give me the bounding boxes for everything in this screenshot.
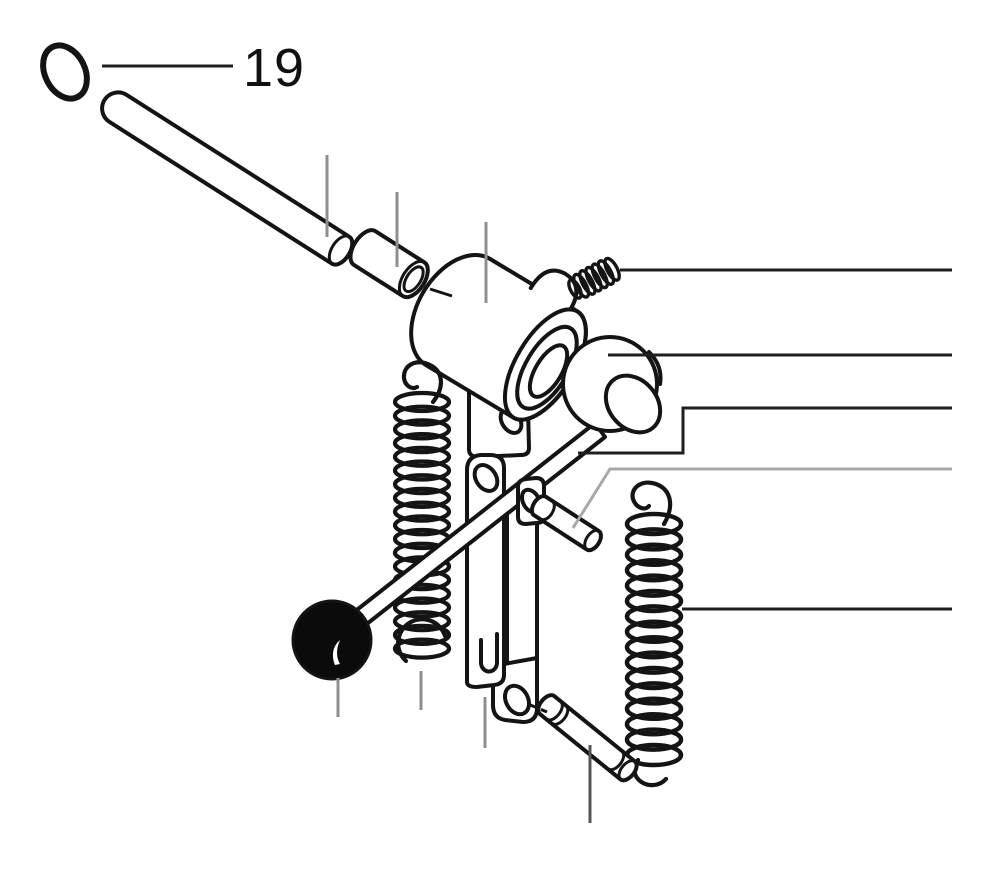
extension-spring-left: [392, 360, 452, 664]
pin-upper-end: [583, 528, 603, 552]
bushing: [348, 228, 430, 300]
ball-highlight: [332, 640, 340, 665]
bushing-end-face: [397, 259, 430, 299]
spring-left-bottom-loop: [396, 617, 448, 664]
extension-spring-right: [624, 480, 684, 788]
pin-upper: [529, 494, 603, 553]
pivot-hub: [409, 253, 588, 422]
bracket-hook-notch: [479, 632, 499, 674]
knob: [561, 335, 663, 435]
pin-upper-groove: [540, 500, 556, 522]
shaft-rod-end-face: [327, 234, 354, 267]
shaft-rod: [100, 90, 355, 267]
leader-lines: [102, 64, 952, 823]
pin-lower-groove-left1: [546, 700, 564, 722]
ball-knob: [291, 599, 373, 681]
spring-right-top-hook: [630, 480, 673, 527]
spring-left-top-hook: [401, 360, 443, 405]
hub-bore-hole: [527, 343, 570, 399]
spring-left-coils: [392, 390, 452, 660]
spring-right-coils: [624, 511, 684, 768]
shaft-rod-body: [100, 90, 355, 267]
pin-lower-groove-left2: [551, 705, 570, 726]
leader-pin-upper: [571, 467, 952, 529]
axis-dash-pin-lower: [527, 702, 548, 714]
bracket-bottom-hole: [503, 683, 531, 717]
bushing-bore: [402, 265, 425, 294]
pin-lower-body: [536, 693, 639, 783]
o-ring: [40, 42, 90, 102]
knob-end-face: [603, 373, 663, 435]
ball-lever: [291, 421, 607, 681]
pin-lower: [536, 693, 639, 783]
bracket-clevis-hole: [472, 463, 500, 493]
leader-ball-lever: [578, 406, 952, 455]
callout-19: 19: [243, 38, 305, 98]
axis-dash-hub: [429, 287, 453, 298]
pin-lower-end: [617, 759, 639, 782]
set-screw-spring: [567, 256, 621, 300]
pin-lower-groove-right: [607, 750, 626, 772]
